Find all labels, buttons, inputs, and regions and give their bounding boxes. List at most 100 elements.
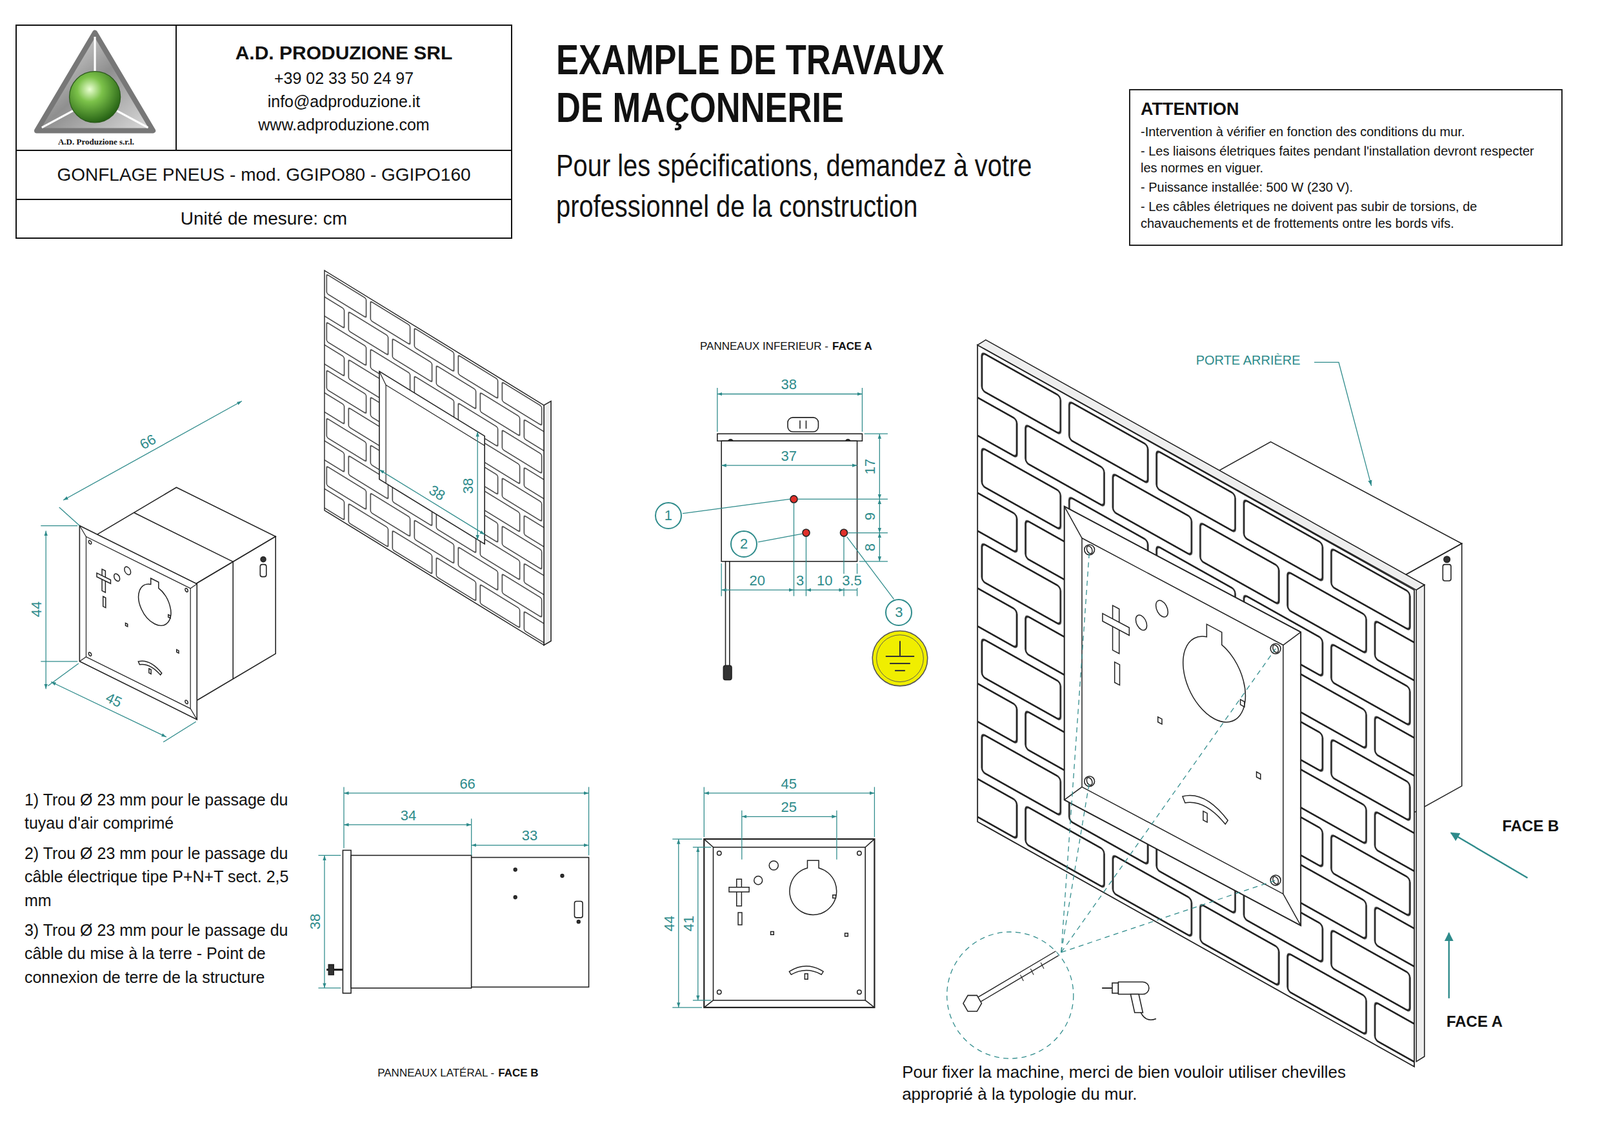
- dimension-value: 37: [780, 449, 799, 464]
- fixing-detail: [1112, 982, 1119, 993]
- front-panel: [703, 838, 713, 848]
- company-logo: [36, 32, 153, 131]
- callout-number: 1: [654, 501, 682, 530]
- dimension-line: [793, 589, 806, 591]
- dimension-line: [793, 503, 795, 597]
- ground-symbol: [899, 640, 901, 657]
- fixing-detail: [1020, 974, 1024, 980]
- dimension-value: 38: [308, 912, 323, 931]
- dimension-line: [63, 401, 242, 500]
- bottom-panel: [799, 420, 801, 430]
- fixing-detail: [1040, 961, 1044, 968]
- box-text: -Intervention à vérifier en fonction des…: [1140, 123, 1551, 140]
- bottom-panel: [802, 529, 810, 537]
- box-text: info@adproduzione.it: [267, 89, 421, 113]
- side-panel: [513, 867, 517, 871]
- units-cell: Unité de mesure: cm: [15, 198, 513, 239]
- dimension-line: [721, 465, 857, 466]
- box-heading: ATTENTION: [1140, 98, 1551, 121]
- isometric-box: [190, 580, 197, 592]
- dimension-value: 66: [136, 430, 160, 453]
- dimension-line: [847, 532, 888, 533]
- wall-opening: [379, 370, 485, 544]
- company-logo: [36, 32, 153, 131]
- box-text: - Les liaisons életriques faites pendant…: [1140, 142, 1551, 177]
- dimension-line: [672, 1006, 702, 1008]
- wall-opening: [543, 401, 551, 646]
- fixing-detail: [1030, 968, 1034, 975]
- fixing-detail: [1118, 981, 1149, 994]
- installation-view: [1443, 556, 1450, 562]
- isometric-box: [88, 539, 188, 704]
- dimension-value: 9: [863, 510, 878, 522]
- ground-symbol: [894, 669, 906, 671]
- dimension-line: [343, 823, 472, 825]
- dimension-line: [805, 536, 807, 597]
- fixing-detail: [1061, 880, 1276, 953]
- dimension-value: 10: [815, 573, 834, 588]
- dimension-line: [343, 786, 344, 848]
- callout-number: 3: [885, 598, 913, 626]
- ground-symbol: [872, 630, 928, 686]
- dimension-value: 8: [863, 541, 878, 553]
- installation-view: [977, 340, 1425, 590]
- dimension-value: 38: [780, 377, 799, 392]
- box-heading: GONFLAGE PNEUS - mod. GGIPO80 - GGIPO160: [56, 164, 471, 186]
- dimension-line: [59, 507, 80, 526]
- bottom-panel: [721, 440, 857, 562]
- isometric-box: [260, 556, 266, 562]
- leader-line: [847, 536, 895, 599]
- wall-opening: [324, 270, 551, 645]
- fixing-detail: [1061, 549, 1090, 953]
- mounting-note: Pour fixer la machine, merci de bien vou…: [901, 1061, 1393, 1106]
- leader-line: [682, 498, 894, 599]
- front-panel: [865, 838, 875, 848]
- dimension-value: 33: [520, 828, 539, 843]
- leader-line: [682, 498, 790, 513]
- box-heading: 1: [664, 507, 673, 524]
- dimension-line: [703, 792, 875, 793]
- dimension-line: [163, 721, 197, 742]
- leader-line: [758, 533, 802, 542]
- box-heading: 2: [740, 535, 748, 553]
- isometric-box: [232, 561, 234, 679]
- dimension-line: [40, 660, 78, 662]
- front-panel: [717, 850, 862, 995]
- page-title: EXAMPLE DE TRAVAUX DE MAÇONNERIE: [556, 36, 980, 132]
- side-panel: [342, 849, 351, 993]
- dimension-line: [717, 387, 888, 597]
- dimension-value: 3: [794, 573, 806, 588]
- subtitle: Pour les spécifications, demandez à votr…: [556, 145, 1146, 227]
- isometric-box: [190, 708, 197, 720]
- isometric-box: [79, 525, 197, 720]
- front-panel: [703, 1000, 713, 1008]
- wall-opening: [324, 270, 544, 645]
- box-text: www.adproduzione.com: [258, 112, 430, 137]
- dimension-value: 38: [425, 481, 449, 504]
- dimension-line: [879, 498, 880, 533]
- dimension-line: [47, 663, 79, 686]
- box-heading: 3: [894, 603, 903, 621]
- bottom-panel: [725, 561, 730, 668]
- hole-note: 3) Trou Ø 23 mm pour le passage du câble…: [24, 918, 302, 989]
- fixing-detail: [979, 952, 1057, 999]
- installation-view: [1064, 506, 1301, 926]
- hole-note: 2) Trou Ø 23 mm pour le passage du câble…: [24, 841, 302, 912]
- dimension-line: [874, 786, 875, 837]
- fixing-detail: [1061, 648, 1276, 953]
- front-panel: [865, 1000, 875, 1008]
- view-arrow: [1449, 832, 1528, 999]
- installation-view: [977, 340, 1462, 1067]
- dimension-line: [721, 589, 794, 591]
- face-label: FACE A: [1446, 1012, 1503, 1031]
- box-text: - Les câbles életriques ne doivent pas s…: [1140, 198, 1551, 232]
- bottom-panel: [717, 417, 863, 680]
- front-panel: [703, 838, 875, 1008]
- dimension-line: [741, 810, 742, 860]
- fixing-detail: [979, 952, 1057, 999]
- dimension-line: [697, 847, 699, 1000]
- installation-view: [1086, 544, 1279, 886]
- installation-view: [1064, 506, 1301, 926]
- dimension-value: 20: [748, 573, 767, 588]
- side-panel: [350, 854, 472, 988]
